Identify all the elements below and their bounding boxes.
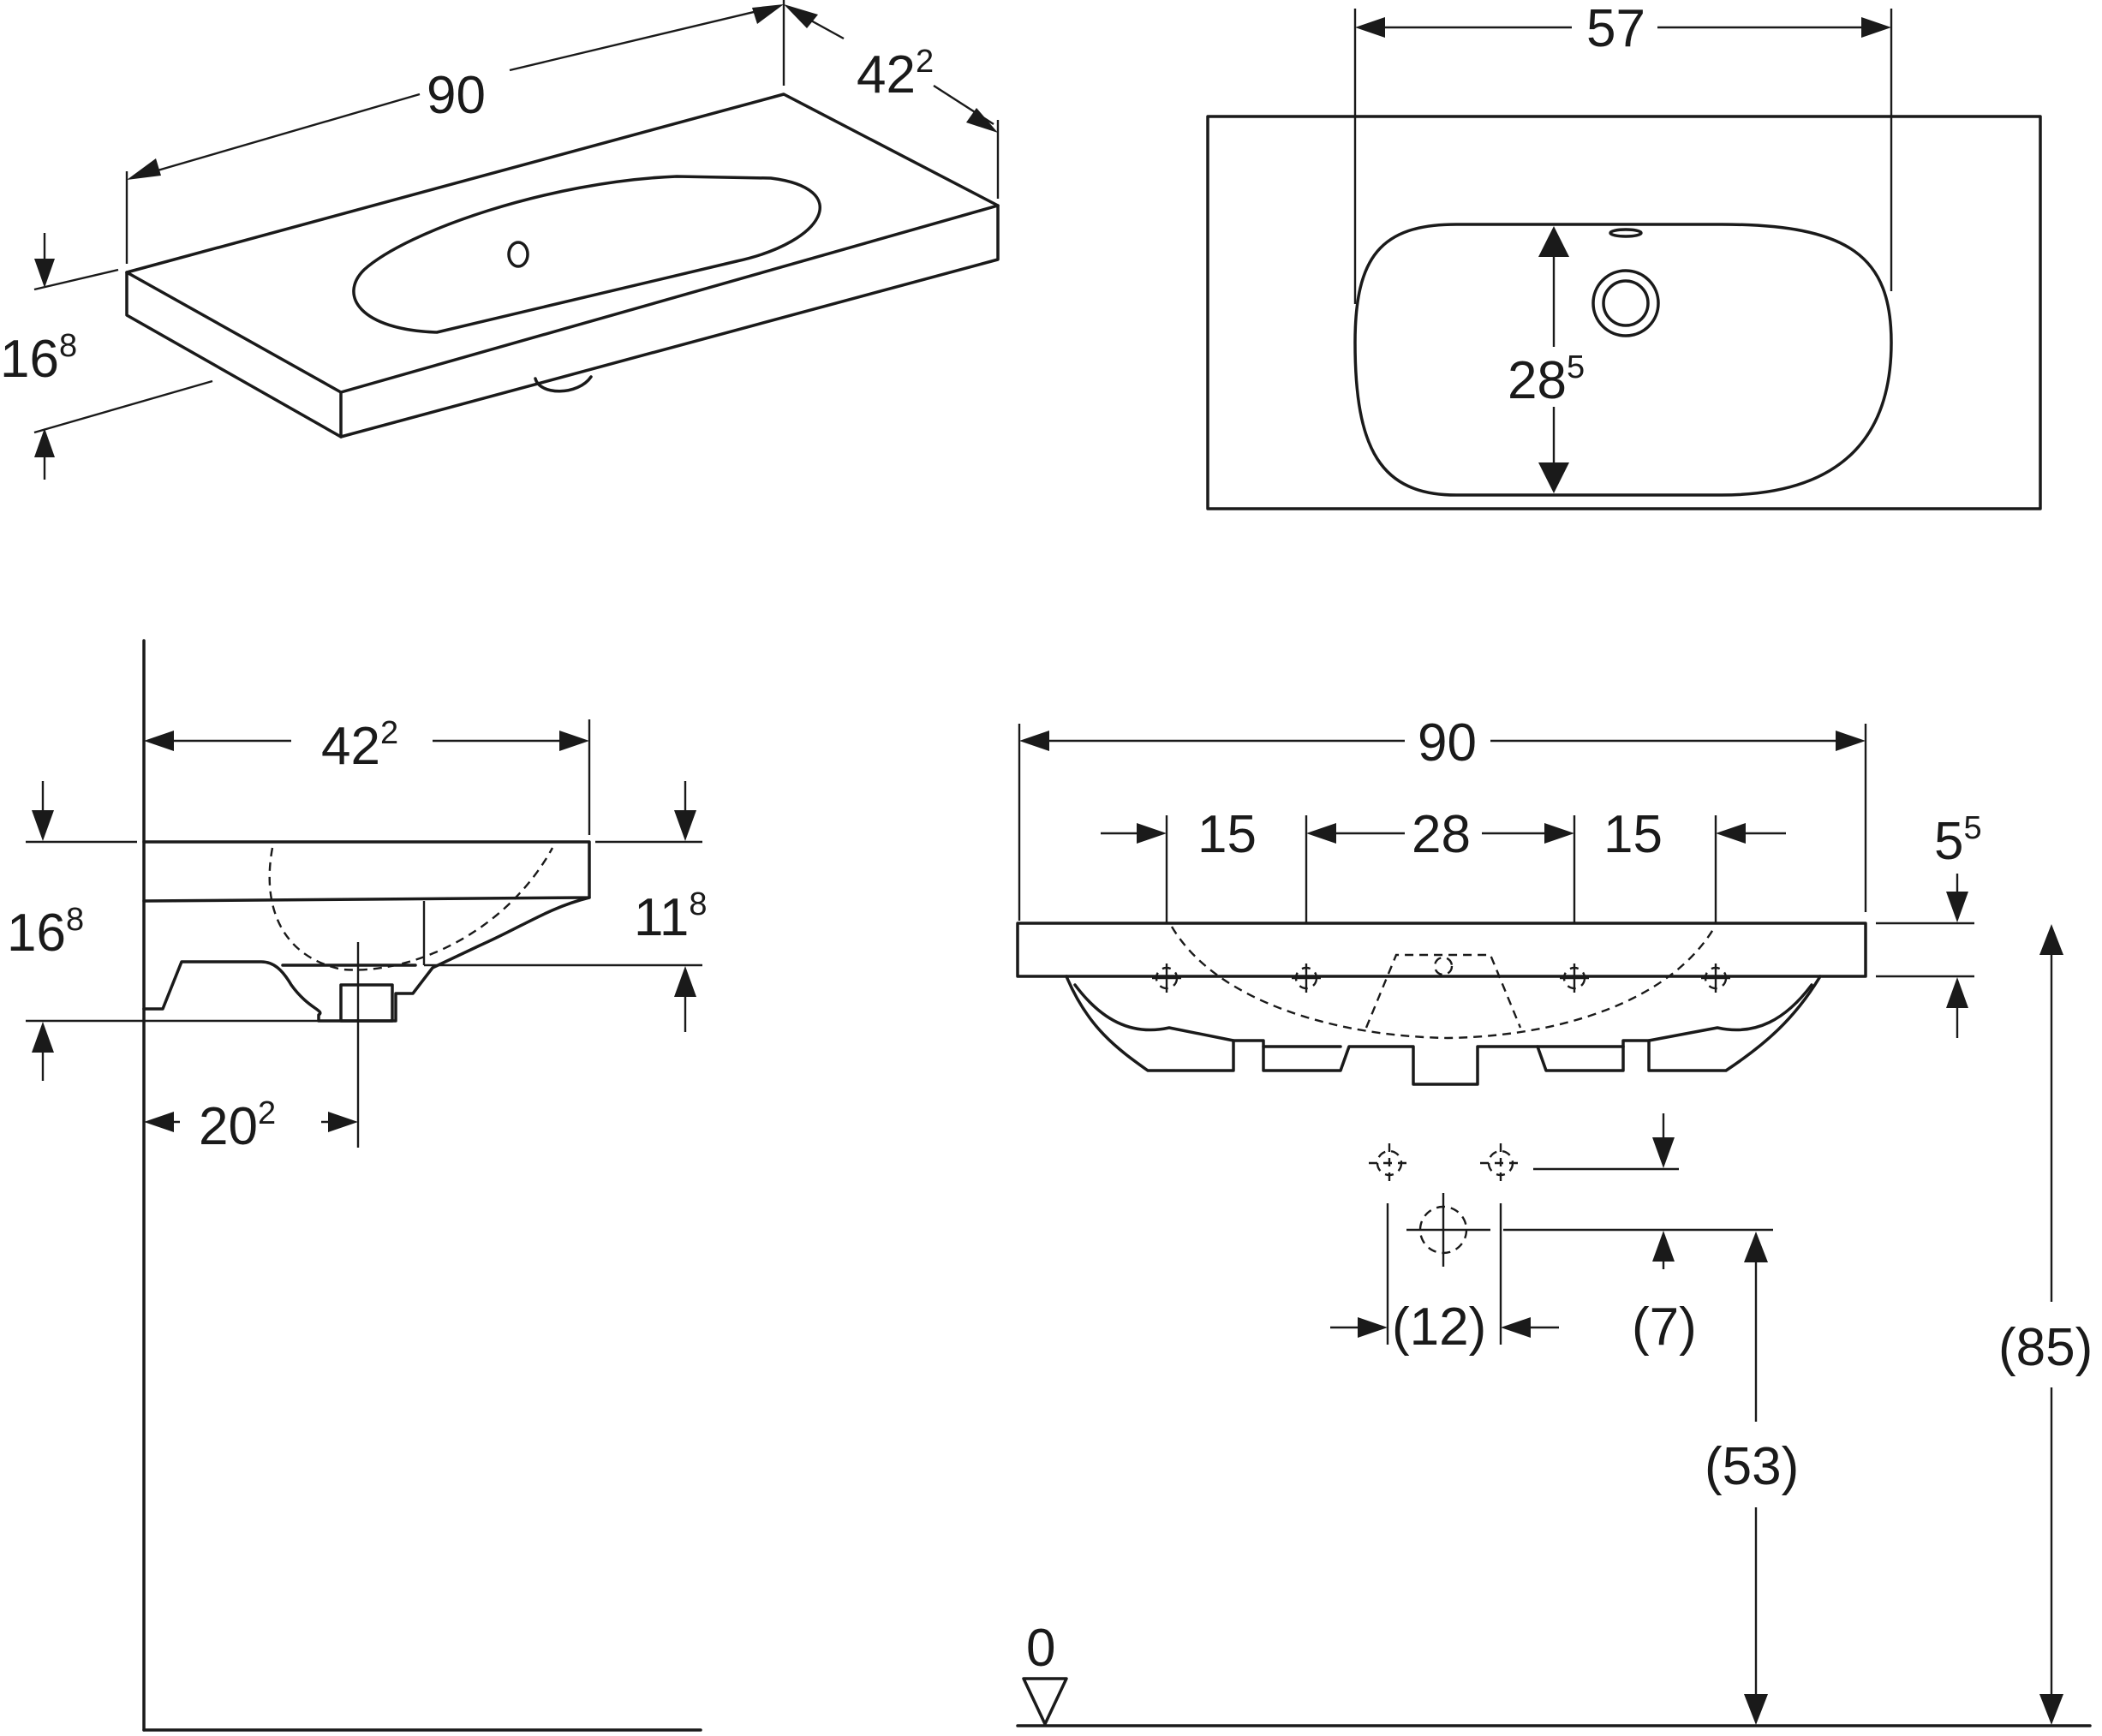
front-bowl-inner-left (1073, 983, 1235, 1042)
front-overflow-hidden (1365, 953, 1522, 1029)
front-width-arrow-right (1836, 731, 1866, 751)
front-offset-label: (7) (1632, 1298, 1697, 1357)
side-drain-arrow-right (328, 1112, 358, 1132)
iso-width-arrow-right (752, 4, 784, 24)
top-depth-label: 285 (1508, 349, 1585, 410)
top-view: 57 285 (1206, 0, 2042, 510)
front-view: 90 15 28 15 55 (1016, 713, 2093, 1727)
front-rim-label: 55 (1934, 810, 1982, 871)
side-basin-hidden-front (268, 847, 554, 971)
side-height-arrow-top (32, 810, 54, 841)
iso-width-dim-line-b (509, 5, 776, 72)
side-body-outline (142, 840, 591, 903)
front-overflow-hole (1433, 956, 1454, 976)
top-drain-inner (1602, 279, 1650, 327)
iso-height-label: 168 (0, 328, 77, 389)
front-waste-height-arrow-top (1744, 1232, 1768, 1262)
top-width-arrow-left (1355, 17, 1385, 38)
iso-drain (534, 375, 593, 393)
front-waste-symbols (1369, 1143, 1521, 1267)
iso-height-ext-bottom (33, 379, 213, 434)
front-waste-arrow-right (1501, 1317, 1531, 1338)
front-bowl-hidden (1170, 926, 1717, 1040)
side-depth-label: 422 (321, 715, 398, 776)
iso-basin-outline (352, 175, 821, 334)
front-hole-label-left: 15 (1197, 805, 1257, 864)
front-width-label: 90 (1418, 713, 1477, 773)
top-depth-arrow-top (1538, 226, 1569, 257)
side-height-arrow-bottom (32, 1022, 54, 1053)
side-view: 422 168 118 202 (7, 639, 708, 1732)
side-depth-arrow-left (144, 731, 174, 751)
top-drain-outer (1591, 269, 1660, 337)
front-waste-spacing-label: (12) (1392, 1298, 1486, 1357)
iso-width-label: 90 (427, 66, 486, 125)
iso-depth-arrow-left (784, 4, 818, 28)
side-drain-stub (339, 983, 394, 1023)
iso-front-face (125, 271, 343, 438)
side-depth-arrow-right (559, 731, 589, 751)
front-rim-height-arrow-top (2039, 924, 2063, 955)
side-body-lower (142, 896, 591, 1023)
side-drain-label: 202 (199, 1095, 276, 1156)
front-offset-arrow-bottom (1652, 1231, 1675, 1262)
top-outline (1206, 115, 2042, 510)
front-hole-arrow-1 (1137, 823, 1167, 844)
iso-top-face (125, 92, 1000, 394)
iso-right-face (339, 204, 1000, 438)
iso-height-ext-top (33, 268, 119, 291)
top-depth-arrow-bottom (1538, 462, 1569, 493)
front-floor-level-symbol (1022, 1677, 1068, 1726)
iso-depth-label: 422 (857, 44, 934, 104)
front-hole-label-right: 15 (1603, 805, 1663, 864)
front-rim-height-arrow-bottom (2039, 1694, 2063, 1725)
front-hole-arrow-3 (1544, 823, 1574, 844)
iso-width-arrow-left (127, 158, 161, 180)
side-drain-arrow-left (144, 1112, 174, 1132)
front-waste-height-label: (53) (1705, 1437, 1799, 1496)
top-width-arrow-right (1861, 17, 1891, 38)
iso-width-dim-line-a (136, 92, 421, 178)
front-fixing-holes (1152, 963, 1730, 993)
isometric-view: 90 422 168 (0, 0, 1000, 480)
iso-overflow-hole (507, 241, 529, 268)
side-height-label: 168 (7, 902, 84, 963)
front-width-arrow-left (1019, 731, 1049, 751)
front-rim-arrow-bottom (1946, 977, 1968, 1008)
side-rim-label: 118 (634, 886, 708, 947)
front-bowl-inner-right (1647, 983, 1813, 1042)
top-overflow (1609, 228, 1643, 238)
iso-height-arrow-bottom (34, 428, 55, 457)
front-hole-arrow-2 (1306, 823, 1336, 844)
side-rim-arrow-bottom (674, 966, 696, 997)
side-rim-arrow-top (674, 810, 696, 841)
front-rim-height-label: (85) (1998, 1318, 2093, 1377)
front-floor-level-label: 0 (1026, 1619, 1055, 1678)
front-waste-height-arrow-bottom (1744, 1694, 1768, 1725)
front-hole-label-mid: 28 (1412, 805, 1471, 864)
front-waste-arrow-left (1358, 1317, 1388, 1338)
top-width-label: 57 (1586, 0, 1645, 58)
iso-height-arrow-top (34, 259, 55, 288)
front-rim-arrow-top (1946, 892, 1968, 922)
front-slab (1016, 922, 1867, 978)
top-basin-outline (1353, 223, 1893, 497)
iso-depth-arrow-right (966, 108, 998, 133)
front-bowl-outline (1065, 975, 1822, 1086)
front-offset-arrow-top (1652, 1137, 1675, 1168)
front-hole-arrow-4 (1716, 823, 1746, 844)
